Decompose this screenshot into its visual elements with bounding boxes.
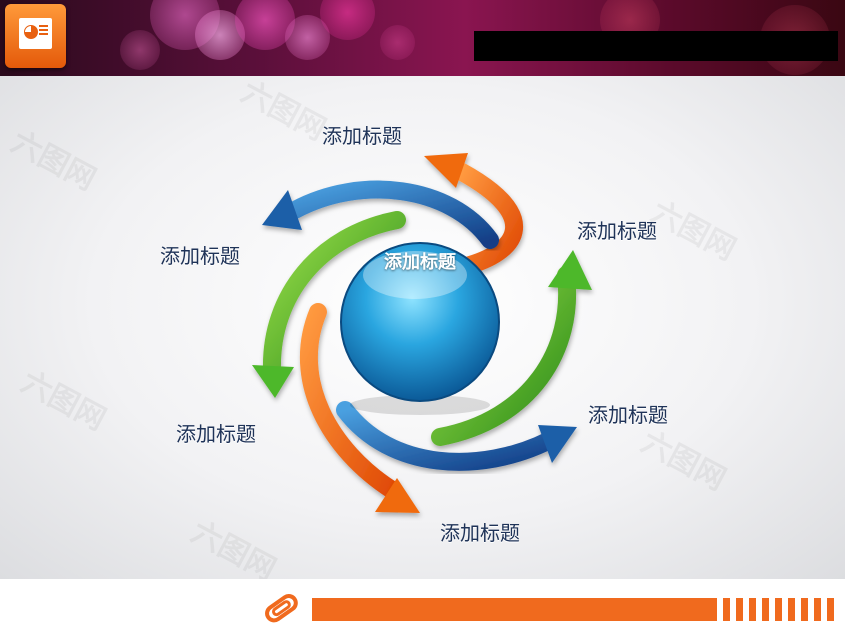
arrow-orange-bottom (300, 303, 420, 513)
arrow-blue-top (262, 180, 499, 249)
label-upper-right: 添加标题 (577, 219, 657, 243)
arrow-orange-top (424, 153, 523, 274)
center-circle (340, 242, 500, 402)
footer-stripe (814, 598, 821, 621)
title-bar (474, 31, 838, 61)
presentation-icon (5, 4, 66, 68)
arrow-green-right (431, 250, 592, 446)
label-lower-right: 添加标题 (588, 403, 668, 427)
paperclip-icon (265, 594, 298, 623)
arrow-blue-bottom (336, 401, 577, 471)
footer-stripe (749, 598, 756, 621)
center-label: 添加标题 (384, 252, 456, 273)
label-lower-left: 添加标题 (176, 422, 256, 446)
header-banner (0, 0, 845, 76)
footer-stripe (723, 598, 730, 621)
footer-stripe (762, 598, 769, 621)
footer-bar (312, 598, 717, 621)
footer-stripe (827, 598, 834, 621)
footer-stripe (801, 598, 808, 621)
label-upper-left: 添加标题 (160, 244, 240, 268)
footer-stripe (788, 598, 795, 621)
arrow-green-left (252, 211, 406, 398)
label-bottom: 添加标题 (440, 521, 520, 545)
footer-stripe (775, 598, 782, 621)
footer-stripe (736, 598, 743, 621)
label-top: 添加标题 (322, 124, 402, 148)
